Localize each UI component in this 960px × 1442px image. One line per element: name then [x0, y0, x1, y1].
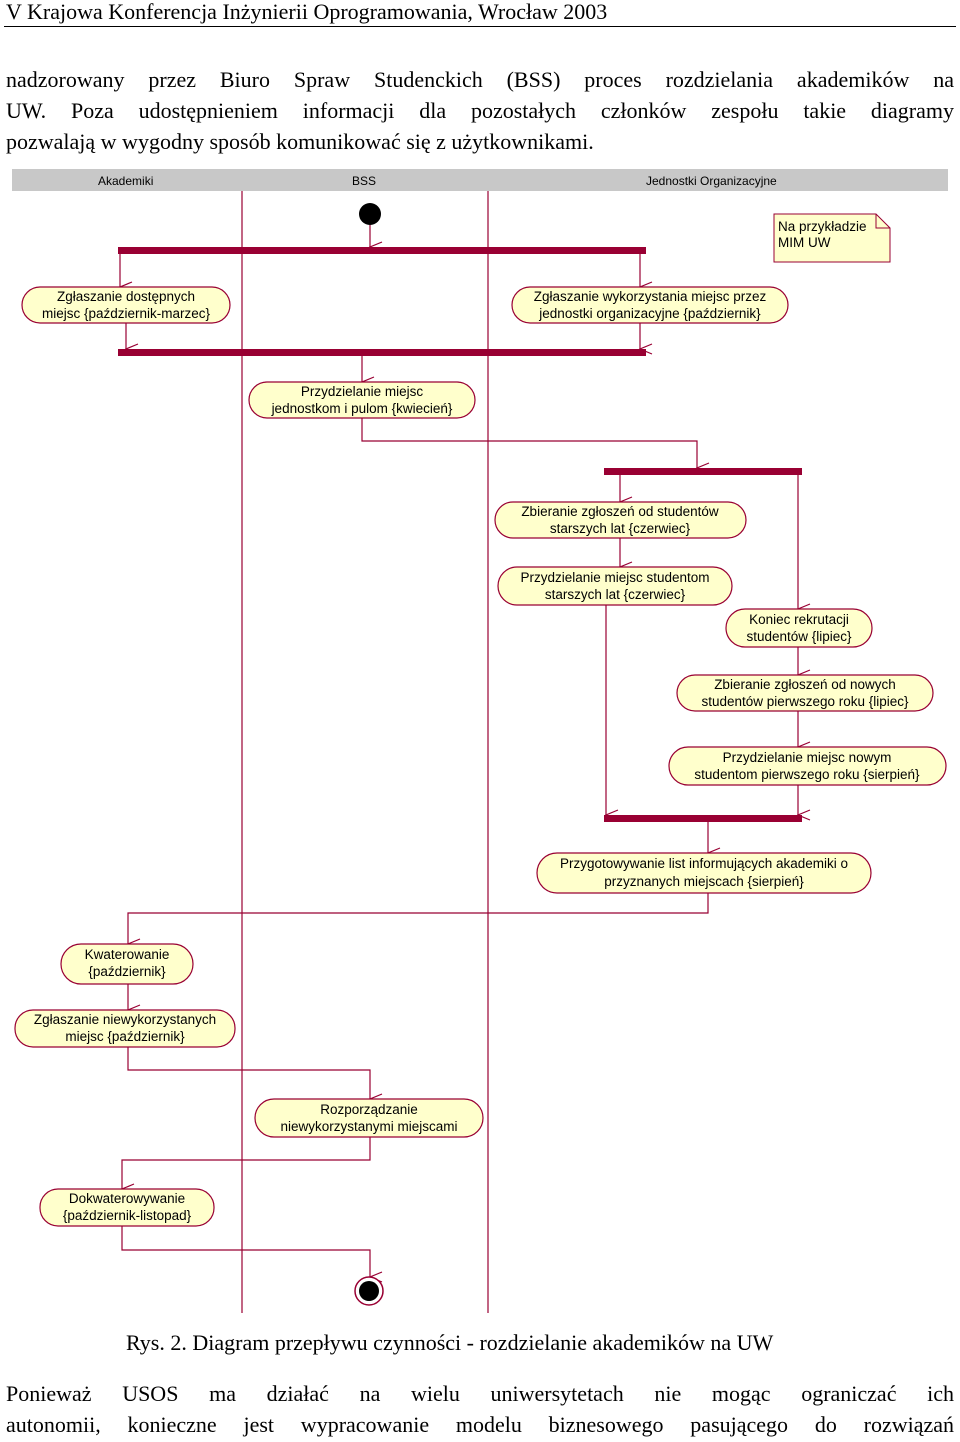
activity-label-13b: {październik-listopad} [63, 1208, 192, 1223]
activity-label-6b: studentów {lipiec} [746, 629, 852, 644]
join-bar-1 [118, 349, 646, 356]
activity-kwaterowanie [60, 943, 194, 985]
note-line-2: MIM UW [778, 235, 831, 250]
activity-label-1b: miejsc {październik-marzec} [42, 306, 211, 321]
activity-zbieranie-nowych [676, 674, 934, 712]
activity-dokwaterowywanie [39, 1188, 215, 1227]
intro-line-2: UW. Poza udostępnieniem informacji dla p… [6, 98, 954, 123]
activity-rozporzadzanie [254, 1098, 484, 1138]
activity-zglaszanie-niewykorzystanych [14, 1009, 236, 1048]
activity-label-9a: Przygotowywanie list informujących akade… [560, 856, 848, 871]
header-rule [4, 26, 956, 27]
activity-przygotowywanie-list [536, 852, 872, 894]
note-line-1: Na przykładzie [778, 219, 867, 234]
activity-label-2a: Zgłaszanie wykorzystania miejsc przez [534, 289, 767, 304]
activity-label-12a: Rozporządzanie [320, 1102, 418, 1117]
activity-label-12b: niewykorzystanymi miejscami [280, 1119, 457, 1134]
activity-zglaszanie-wykorzystania [511, 286, 789, 324]
activity-label-8b: studentom pierwszego roku {sierpień} [694, 767, 920, 782]
end-node [359, 1281, 379, 1301]
fork-bar-1 [118, 247, 646, 254]
activity-label-4b: starszych lat {czerwiec} [550, 521, 691, 536]
activity-label-10a: Kwaterowanie [85, 947, 170, 962]
activity-label-10b: {październik} [88, 964, 166, 979]
lane-label-bss: BSS [352, 174, 376, 188]
outro-line-2: autonomii, konieczne jest wypracowanie m… [6, 1412, 954, 1437]
activity-label-11a: Zgłaszanie niewykorzystanych [34, 1012, 216, 1027]
activity-przydzielanie-nowym [668, 746, 947, 786]
activity-przydzielanie-starszym [497, 566, 733, 606]
intro-line-1: nadzorowany przez Biuro Spraw Studenckic… [6, 67, 954, 92]
note-fold [875, 214, 890, 229]
swimlane-header [12, 169, 948, 191]
join-bar-2 [604, 815, 802, 822]
outro-line-1: Ponieważ USOS ma działać na wielu uniwer… [6, 1381, 954, 1406]
lane-label-jednostki: Jednostki Organizacyjne [646, 174, 777, 188]
lane-label-akademiki: Akademiki [98, 174, 153, 188]
activity-zbieranie-starszych [494, 501, 747, 539]
activity-label-11b: miejsc {październik} [65, 1029, 185, 1044]
running-header: V Krajowa Konferencja Inżynierii Oprogra… [6, 0, 608, 24]
activity-label-9b: przyznanych miejscach {sierpień} [604, 874, 804, 889]
activity-koniec-rekrutacji [725, 608, 873, 648]
activity-zglaszanie-dostepnych [21, 286, 231, 324]
figure-caption: Rys. 2. Diagram przepływu czynności - ro… [126, 1330, 774, 1355]
activity-label-3a: Przydzielanie miejsc [301, 384, 424, 399]
activity-label-5a: Przydzielanie miejsc studentom [520, 570, 709, 585]
note-box [773, 213, 891, 263]
activity-przydzielanie-jednostkom [248, 381, 476, 419]
activity-label-1a: Zgłaszanie dostępnych [57, 289, 195, 304]
activity-label-7a: Zbieranie zgłoszeń od nowych [714, 677, 896, 692]
intro-line-3: pozwalają w wygodny sposób komunikować s… [6, 129, 594, 154]
flow-lines [120, 225, 798, 1277]
activity-label-4a: Zbieranie zgłoszeń od studentów [521, 504, 719, 519]
activity-label-13a: Dokwaterowywanie [69, 1191, 185, 1206]
fork-bar-2 [604, 468, 802, 475]
activity-label-7b: studentów pierwszego roku {lipiec} [701, 694, 909, 709]
activity-label-6a: Koniec rekrutacji [749, 612, 849, 627]
activity-label-2b: jednostki organizacyjne {październik} [538, 306, 761, 321]
activity-label-5b: starszych lat {czerwiec} [545, 587, 686, 602]
activity-label-8a: Przydzielanie miejsc nowym [723, 750, 892, 765]
activity-label-3b: jednostkom i pulom {kwiecień} [271, 401, 453, 416]
start-node [359, 203, 381, 225]
